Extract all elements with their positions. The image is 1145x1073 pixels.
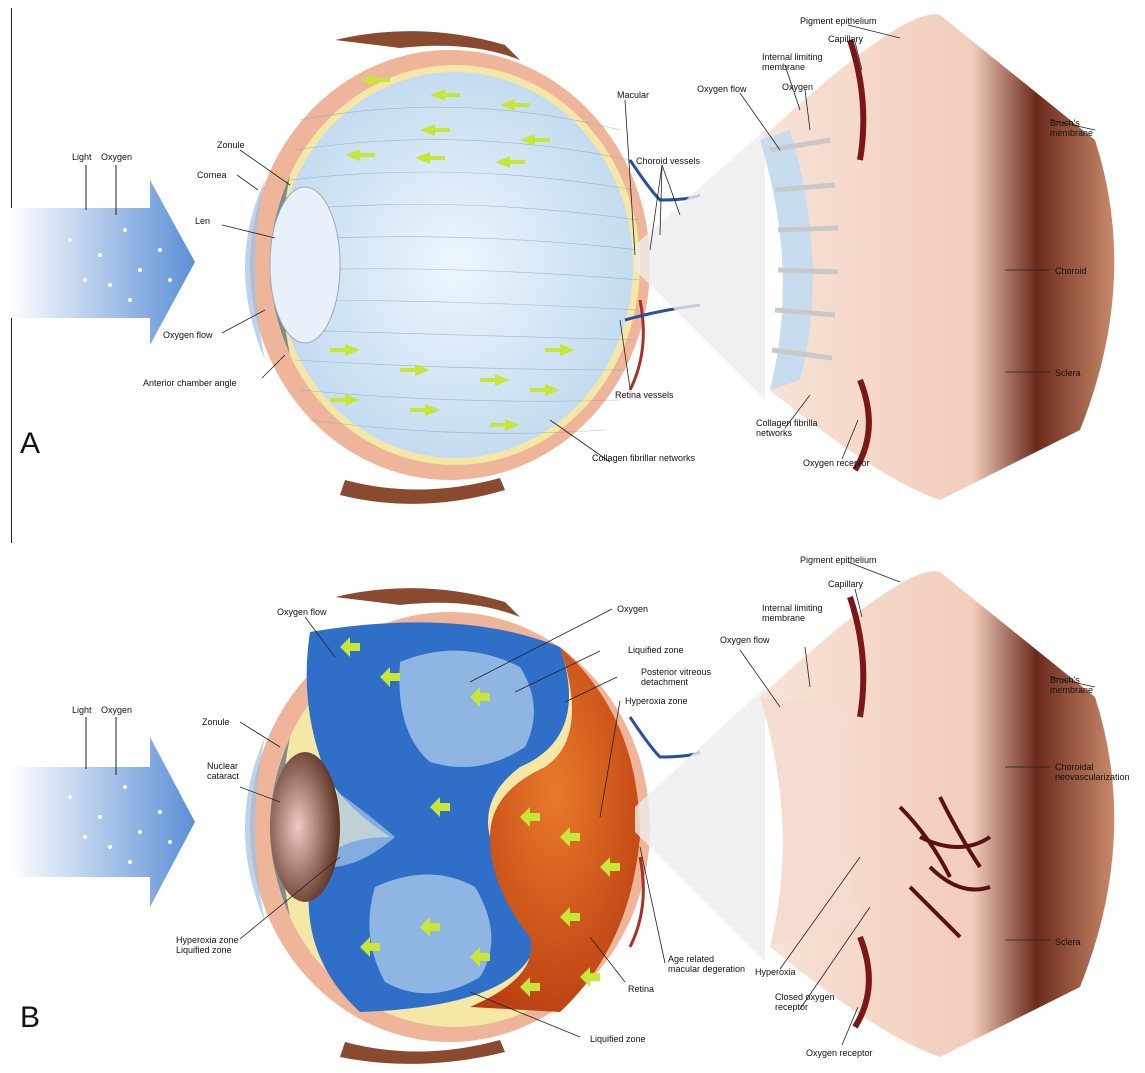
label-oxygen-right: Oxygen bbox=[782, 82, 813, 92]
label-oxygen-flow-b: Oxygen flow bbox=[277, 607, 327, 617]
label-capillary: Capillary bbox=[828, 34, 863, 44]
panel-b-diseased-eye: B Light Oxygen Zonule Nuclear cataract O… bbox=[0, 537, 1145, 1073]
label-len: Len bbox=[195, 216, 210, 226]
label-light: Light bbox=[72, 152, 92, 162]
label-retina: Retina bbox=[628, 984, 654, 994]
label-oxygen-receptor-b: Oxygen receptor bbox=[806, 1048, 873, 1058]
label-collagen-fibrilla-networks: Collagen fibrilla networks bbox=[756, 418, 826, 438]
panel-letter-b: B bbox=[20, 1001, 40, 1035]
panel-a-illustration bbox=[0, 0, 1145, 536]
panel-b-illustration bbox=[0, 537, 1145, 1073]
label-internal-limiting-membrane-b: Internal limiting membrane bbox=[762, 603, 832, 623]
label-anterior-chamber-angle: Anterior chamber angle bbox=[143, 378, 237, 388]
label-choroidal-neovascularization: Choroidal neovascularization bbox=[1055, 762, 1140, 782]
label-oxygen: Oxygen bbox=[101, 152, 132, 162]
label-cornea: Cornea bbox=[197, 170, 227, 180]
label-oxygen-receptor: Oxygen receptor bbox=[803, 458, 870, 468]
label-bruchs-membrane: Bruch's membrane bbox=[1050, 118, 1110, 138]
label-internal-limiting-membrane: Internal limiting membrane bbox=[762, 52, 832, 72]
label-oxygen-top: Oxygen bbox=[617, 604, 648, 614]
label-liquified-zone-bottom: Liquified zone bbox=[590, 1034, 646, 1044]
label-pigment-epithelium: Pigment epithelium bbox=[800, 16, 877, 26]
label-light-b: Light bbox=[72, 705, 92, 715]
label-choroid-vessels: Choroid vessels bbox=[636, 156, 700, 166]
label-liquified-zone-top: Liquified zone bbox=[628, 645, 684, 655]
panel-a-healthy-eye: A Light Oxygen Zonule Cornea Len Oxygen … bbox=[0, 0, 1145, 536]
light-beam-arrow bbox=[10, 180, 195, 345]
label-hyperoxia: Hyperoxia bbox=[755, 967, 796, 977]
label-collagen-fibrillar-networks: Collagen fibrillar networks bbox=[592, 453, 695, 463]
label-oxygen-flow: Oxygen flow bbox=[163, 330, 213, 340]
label-pigment-epithelium-b: Pigment epithelium bbox=[800, 555, 877, 565]
label-bruchs-membrane-b: Bruch's membrane bbox=[1050, 675, 1110, 695]
label-zonule: Zonule bbox=[217, 140, 245, 150]
label-closed-oxygen-receptor: Closed oxygen receptor bbox=[775, 992, 845, 1012]
label-posterior-vitreous-detachment: Posterior vitreous detachment bbox=[641, 667, 721, 687]
label-sclera-b: Sclera bbox=[1055, 937, 1081, 947]
label-oxygen-b: Oxygen bbox=[101, 705, 132, 715]
panel-letter-a: A bbox=[20, 427, 40, 461]
label-hyperoxia-zone: Hyperoxia zone bbox=[625, 696, 688, 706]
label-zonule-b: Zonule bbox=[202, 717, 230, 727]
label-age-related-macular-degeneration: Age related macular degeration bbox=[668, 954, 748, 974]
label-macular: Macular bbox=[617, 90, 649, 100]
label-oxygen-flow-right: Oxygen flow bbox=[697, 84, 747, 94]
label-nuclear-cataract: Nuclear cataract bbox=[207, 761, 257, 781]
label-choroid: Choroid bbox=[1055, 266, 1087, 276]
label-capillary-b: Capillary bbox=[828, 579, 863, 589]
label-retina-vessels: Retina vessels bbox=[615, 390, 674, 400]
label-hyperoxia-liquified-zone: Hyperoxia zone Liquified zone bbox=[176, 935, 246, 955]
retina-cross-section-b bbox=[760, 571, 1114, 1057]
label-oxygen-flow-right-b: Oxygen flow bbox=[720, 635, 770, 645]
label-sclera: Sclera bbox=[1055, 368, 1081, 378]
light-beam-arrow-b bbox=[10, 737, 195, 907]
eyeball bbox=[245, 31, 700, 504]
